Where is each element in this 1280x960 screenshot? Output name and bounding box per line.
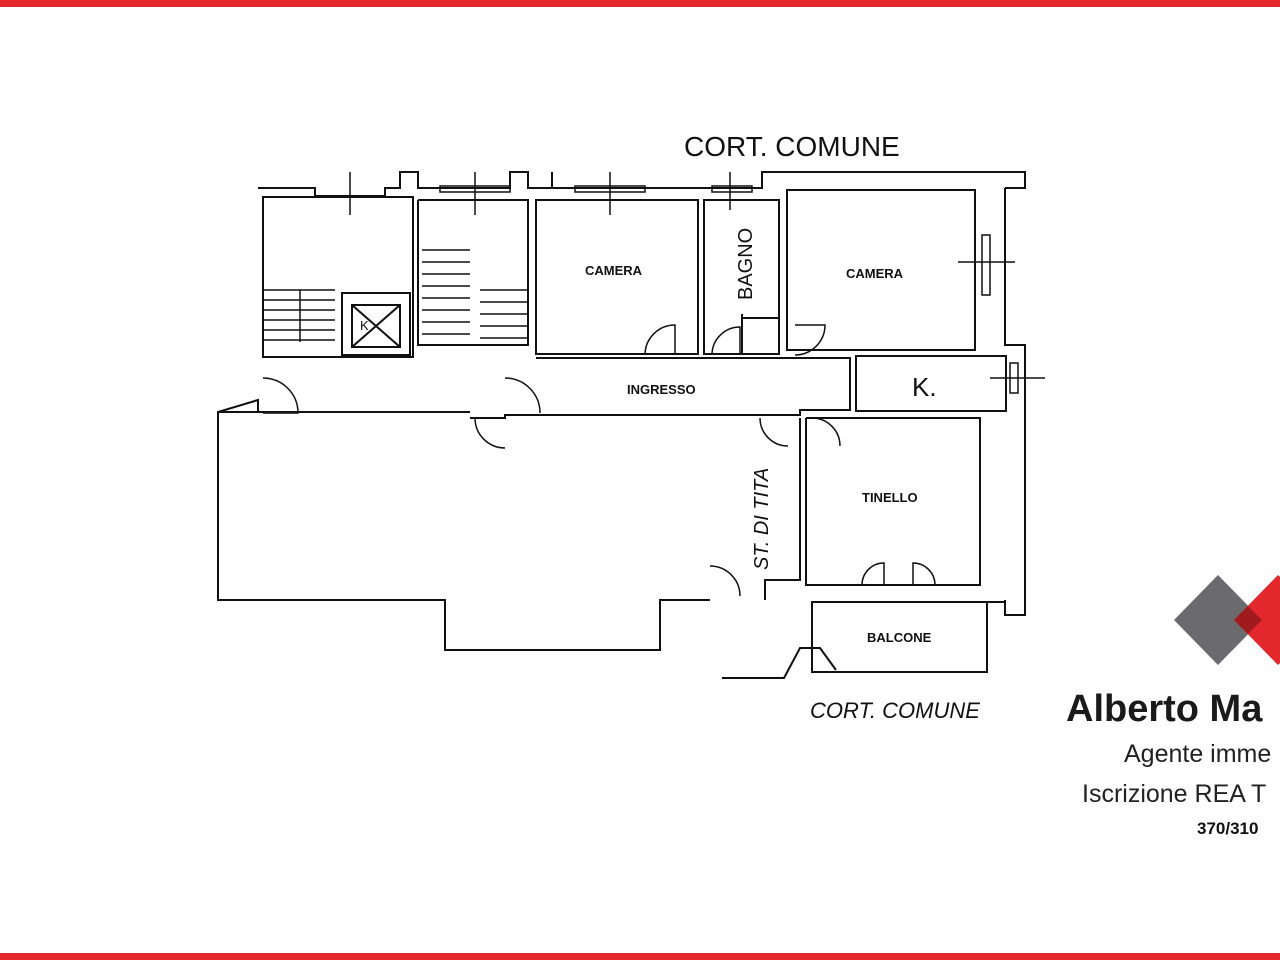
agent-registration-number: 370/310 xyxy=(1197,819,1259,838)
stair-room-wall xyxy=(262,196,414,358)
st-di-tita-label: ST. DI TITA xyxy=(751,468,773,570)
stair-treads xyxy=(263,249,528,342)
agent-role: Agente immе xyxy=(1124,740,1272,768)
east-wall xyxy=(1004,188,1026,616)
camera-1-label: CAMERA xyxy=(585,263,643,278)
balcone-label: BALCONE xyxy=(867,630,932,645)
tinello-wall xyxy=(805,417,981,586)
camera-1-wall xyxy=(535,199,699,355)
kitchen-label: K. xyxy=(912,372,937,402)
north-courtyard-label: CORT. COMUNE xyxy=(684,131,900,162)
camera-2-wall xyxy=(786,189,976,351)
south-courtyard-label: CORT. COMUNE xyxy=(810,698,980,723)
kitchen-wall xyxy=(855,355,1007,412)
bottom-red-border xyxy=(0,953,1280,960)
ingresso-label: INGRESSO xyxy=(627,382,696,397)
lift-symbol xyxy=(341,292,411,356)
tinello-label: TINELLO xyxy=(862,490,918,505)
doors xyxy=(262,324,936,597)
stairwell-wall xyxy=(417,199,529,346)
top-red-border xyxy=(0,0,1280,7)
windows xyxy=(349,172,1045,394)
ingresso-wall xyxy=(470,357,851,419)
agent-rea-registration: Iscrizione REA T xyxy=(1082,780,1267,808)
lift-label: K xyxy=(360,318,369,333)
camera-2-label: CAMERA xyxy=(846,266,904,281)
agency-logo xyxy=(1170,570,1280,680)
agent-name: Alberto Ma xyxy=(1066,688,1263,730)
north-wall xyxy=(258,171,1026,197)
bagno-label: BAGNO xyxy=(735,228,757,300)
balcone-wall xyxy=(811,601,988,673)
terrace-outline xyxy=(217,398,710,651)
